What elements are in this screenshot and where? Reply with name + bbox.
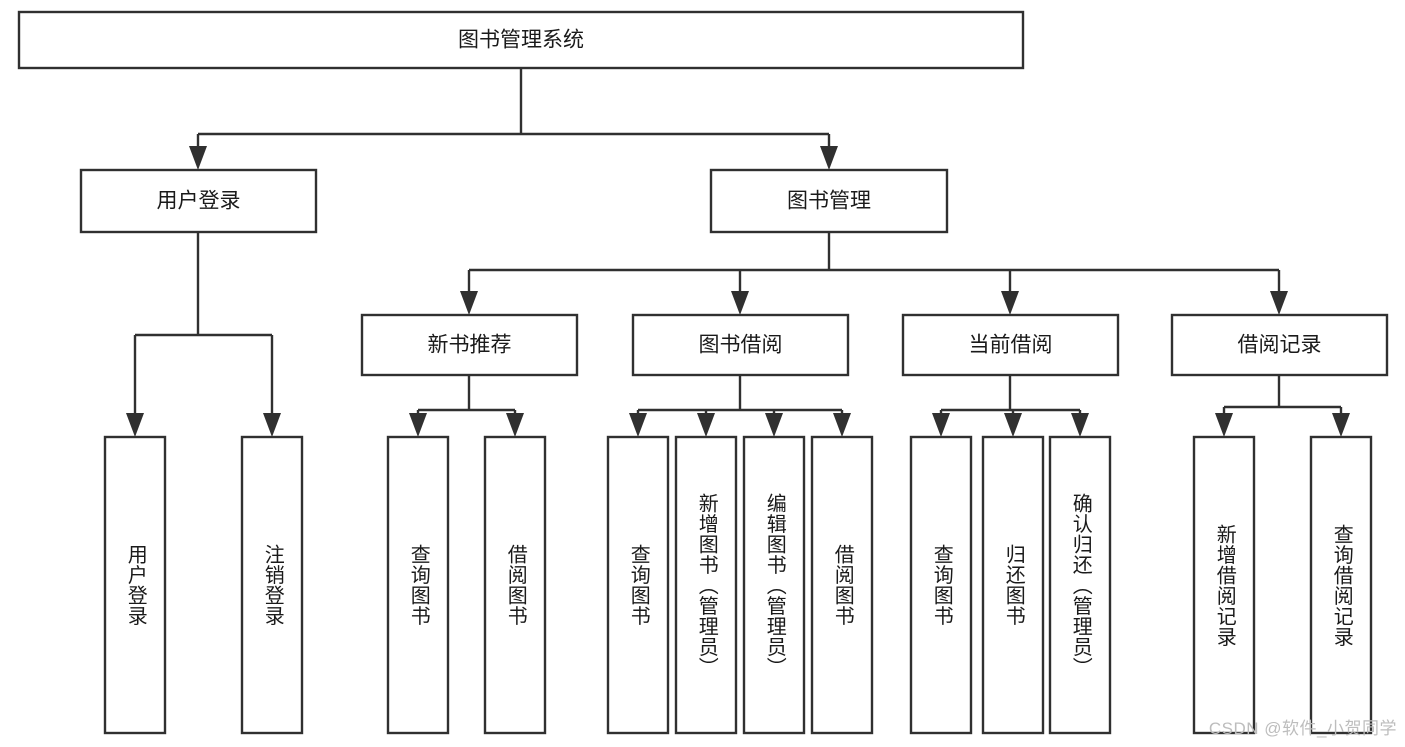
node-book-management-box[interactable]	[709, 168, 949, 234]
arrow-head-icon	[1071, 413, 1089, 437]
arrow-head-icon	[126, 413, 144, 437]
arrow-head-icon	[629, 413, 647, 437]
leaf-leaf-logout-login-box[interactable]	[240, 435, 304, 735]
arrow-head-icon	[1332, 413, 1350, 437]
leaf-leaf-rec-query-book-box[interactable]	[386, 435, 450, 735]
node-user-login-box[interactable]	[79, 168, 318, 234]
leaf-leaf-cb-return-book-box[interactable]	[981, 435, 1045, 735]
arrow-head-icon	[833, 413, 851, 437]
arrow-head-icon	[1215, 413, 1233, 437]
node-borrow-record-box[interactable]	[1170, 313, 1389, 377]
leaf-leaf-user-login-box[interactable]	[103, 435, 167, 735]
arrow-head-icon	[697, 413, 715, 437]
leaf-leaf-bb-edit-book-box[interactable]	[742, 435, 806, 735]
arrow-head-icon	[1004, 413, 1022, 437]
node-current-borrow-box[interactable]	[901, 313, 1120, 377]
watermark-text: CSDN @软件_小贺同学	[1208, 719, 1397, 738]
arrow-head-icon	[409, 413, 427, 437]
node-root-box[interactable]	[17, 10, 1025, 70]
node-book-borrow-box[interactable]	[631, 313, 850, 377]
arrow-head-icon	[263, 413, 281, 437]
leaf-leaf-bb-query-book-box[interactable]	[606, 435, 670, 735]
node-current-borrow-label: 当前借阅	[969, 334, 1053, 357]
node-new-book-recommend-label: 新书推荐	[428, 334, 512, 357]
arrow-head-icon	[932, 413, 950, 437]
leaf-leaf-bb-borrow-book-box[interactable]	[810, 435, 874, 735]
node-book-borrow-label: 图书借阅	[699, 334, 783, 357]
arrow-head-icon	[731, 291, 749, 315]
node-new-book-recommend-box[interactable]	[360, 313, 579, 377]
arrow-head-icon	[765, 413, 783, 437]
arrow-head-icon	[820, 146, 838, 170]
leaf-leaf-cb-query-book-box[interactable]	[909, 435, 973, 735]
arrow-head-icon	[506, 413, 524, 437]
node-user-login-label: 用户登录	[157, 190, 241, 213]
leaf-leaf-cb-confirm-return-box[interactable]	[1048, 435, 1112, 735]
leaf-leaf-rec-borrow-book-box[interactable]	[483, 435, 547, 735]
connector-layer	[126, 68, 1350, 437]
arrow-head-icon	[189, 146, 207, 170]
leaf-leaf-br-query-record-box[interactable]	[1309, 435, 1373, 735]
node-root-label: 图书管理系统	[458, 29, 584, 52]
node-borrow-record-label: 借阅记录	[1238, 334, 1322, 357]
leaf-leaf-bb-add-book-box[interactable]	[674, 435, 738, 735]
leaf-leaf-br-add-record-box[interactable]	[1192, 435, 1256, 735]
node-book-management-label: 图书管理	[787, 190, 871, 213]
arrow-head-icon	[1270, 291, 1288, 315]
arrow-head-icon	[460, 291, 478, 315]
arrow-head-icon	[1001, 291, 1019, 315]
